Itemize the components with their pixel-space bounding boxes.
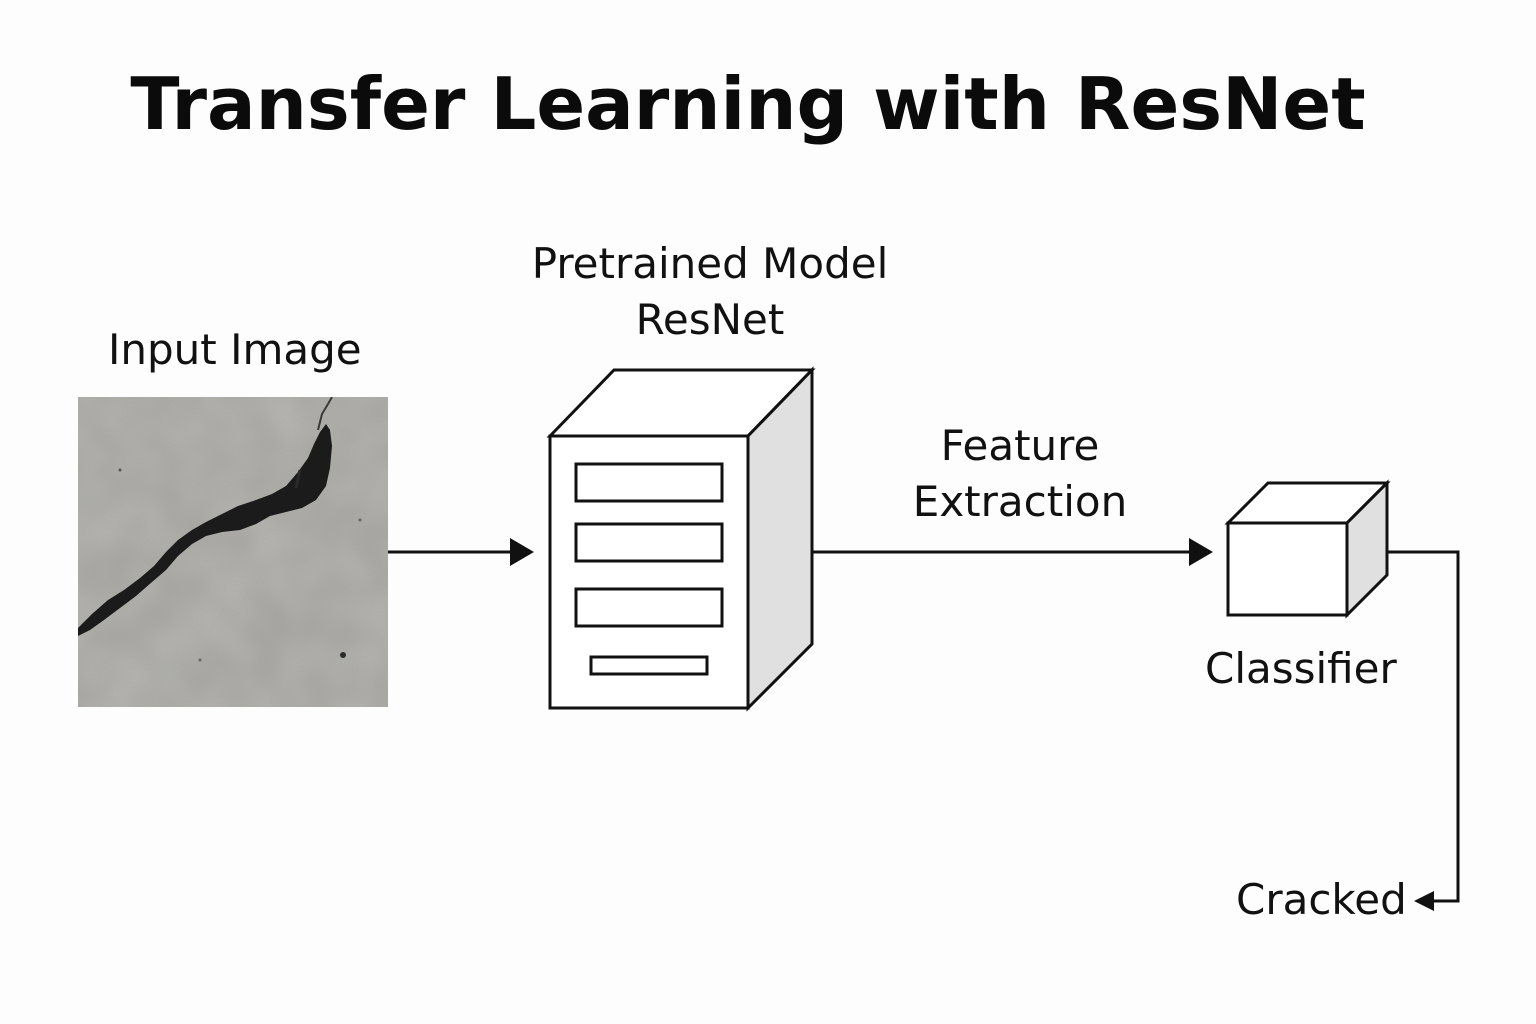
model-layer-4 xyxy=(589,655,709,676)
pretrained-model-label-line2: ResNet xyxy=(635,295,785,344)
pretrained-model-block xyxy=(546,366,816,712)
diagram-title: Transfer Learning with ResNet xyxy=(130,62,1366,146)
arrow-input-to-model xyxy=(388,538,534,566)
crack-shape xyxy=(78,397,362,662)
input-image xyxy=(78,397,388,707)
pretrained-model-label-line1: Pretrained Model xyxy=(531,239,889,288)
input-image-label: Input Image xyxy=(108,325,362,374)
arrow-classifier-to-output xyxy=(1387,550,1460,911)
arrow-model-to-classifier xyxy=(812,538,1213,566)
pretrained-model-label: Pretrained Model ResNet xyxy=(520,236,900,348)
classifier-label: Classifier xyxy=(1205,644,1397,693)
feature-extraction-label-line2: Extraction xyxy=(912,477,1128,526)
classifier-block xyxy=(1224,479,1391,619)
model-layer-1 xyxy=(574,462,724,503)
classifier-front-face xyxy=(1226,521,1349,617)
output-label: Cracked xyxy=(1236,875,1407,924)
model-layer-3 xyxy=(574,587,724,628)
model-layer-2 xyxy=(574,522,724,563)
feature-extraction-label-line1: Feature xyxy=(940,421,1100,470)
feature-extraction-label: Feature Extraction xyxy=(900,418,1140,530)
